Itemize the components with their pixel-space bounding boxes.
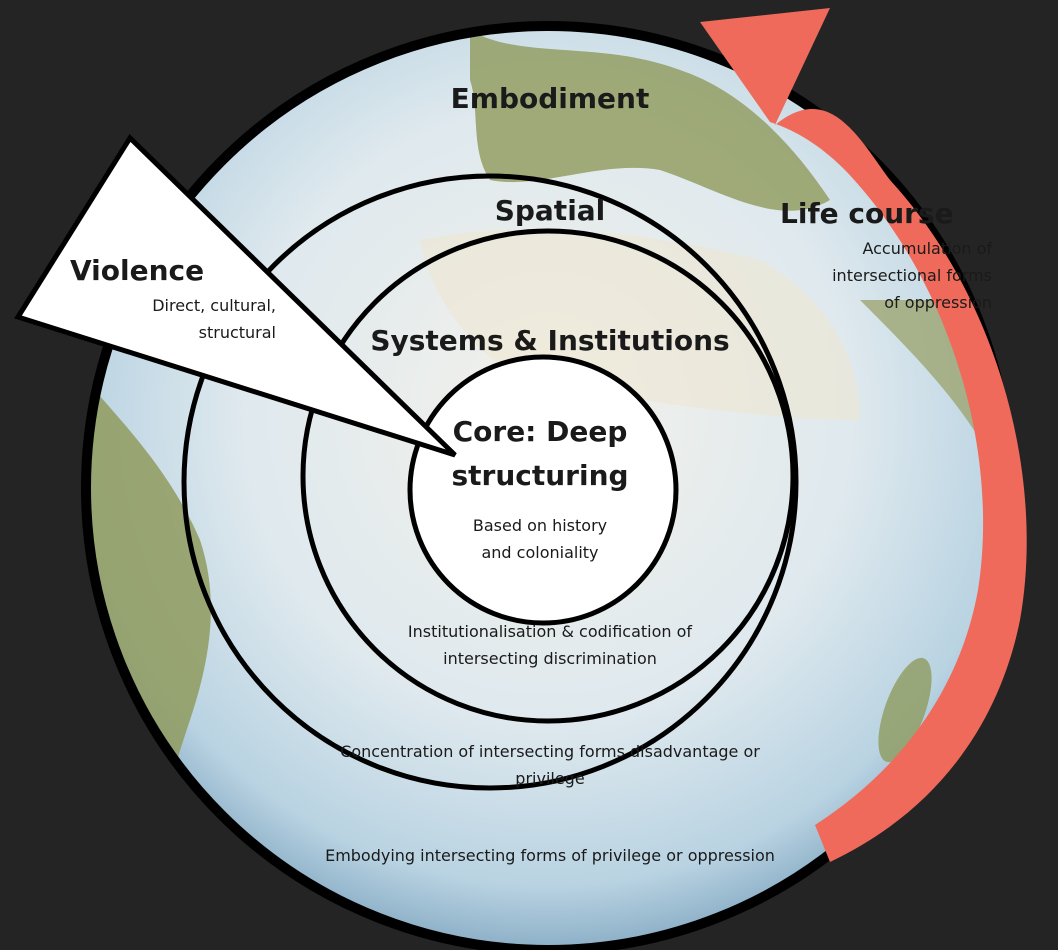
embodiment-title: Embodiment (450, 82, 650, 115)
spatial-desc-line1: Concentration of intersecting forms disa… (340, 742, 760, 761)
core-desc-line1: Based on history (472, 516, 608, 535)
violence-title: Violence (70, 254, 205, 287)
violence-desc-line2: structural (198, 323, 276, 342)
life-course-desc-line3: of oppression (884, 293, 992, 312)
violence-desc-line1: Direct, cultural, (152, 296, 276, 315)
land-europe (470, 30, 830, 211)
core-circle (407, 354, 679, 626)
systems-ring (300, 228, 796, 724)
life-course-arrow (700, 8, 1027, 862)
violence-arrow (14, 134, 457, 458)
land-madagascar (878, 657, 932, 763)
life-course-desc-line2: intersectional forms (832, 266, 992, 285)
embodiment-desc: Embodying intersecting forms of privileg… (325, 846, 775, 865)
life-course-desc-line1: Accumulation of (862, 239, 992, 258)
systems-desc-line2: intersecting discrimination (443, 649, 657, 668)
life-course-title: Life course (780, 197, 954, 230)
spatial-ring (181, 173, 799, 791)
core-title-line2: structuring (451, 459, 629, 492)
spatial-title: Spatial (494, 194, 606, 227)
systems-desc-line1: Institutionalisation & codification of (407, 622, 693, 641)
spatial-desc-line2: privilege (515, 769, 585, 788)
systems-title: Systems & Institutions (370, 324, 730, 357)
core-title-line1: Core: Deep (452, 415, 628, 448)
core-desc-line2: and coloniality (481, 543, 599, 562)
